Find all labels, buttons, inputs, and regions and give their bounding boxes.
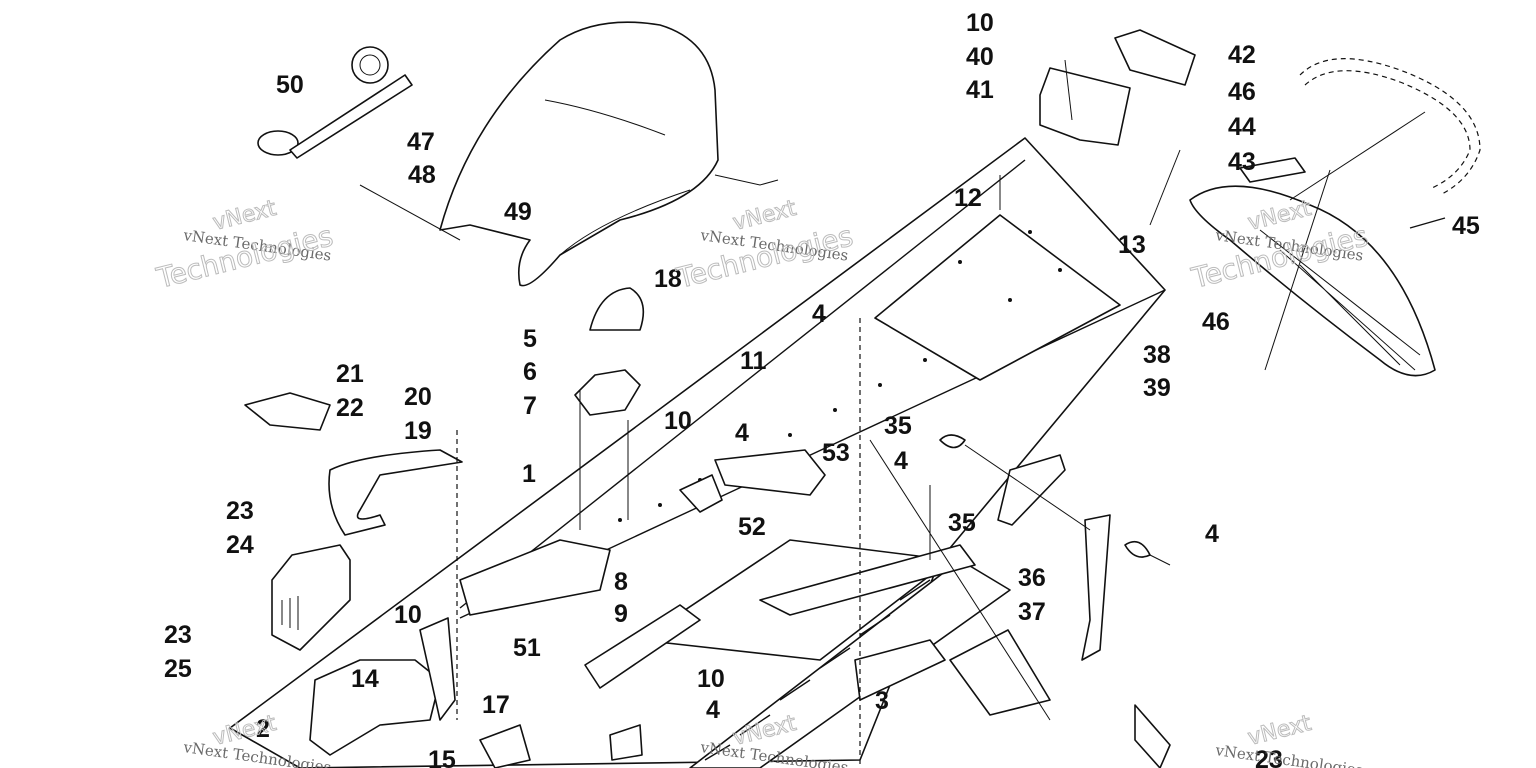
callout-44: 44	[1228, 113, 1256, 141]
callout-19: 19	[404, 417, 432, 445]
watermark-text-6: vNext Technologies	[1213, 741, 1364, 768]
callout-45: 45	[1452, 212, 1480, 240]
callout-51: 51	[513, 634, 541, 662]
callout-2: 2	[256, 715, 270, 743]
watermark-outline-1: vNext	[210, 196, 279, 236]
callout-3: 3	[875, 687, 889, 715]
callout-37: 37	[1018, 598, 1046, 626]
callout-8: 8	[614, 568, 628, 596]
small-parts	[244, 287, 1171, 768]
callout-4-e: 4	[706, 696, 720, 724]
callout-22: 22	[336, 394, 364, 422]
callout-4-a: 4	[812, 300, 826, 328]
callout-9: 9	[614, 600, 628, 628]
watermark-outline-2: Technologies	[153, 219, 336, 295]
rear-flap-assembly	[1039, 29, 1481, 377]
callout-21: 21	[336, 360, 364, 388]
callout-15: 15	[428, 746, 456, 768]
watermark-outline-9: vNext	[1245, 711, 1314, 751]
callout-25: 25	[164, 655, 192, 683]
callout-36: 36	[1018, 564, 1046, 592]
callout-49: 49	[504, 198, 532, 226]
callout-17: 17	[482, 691, 510, 719]
callout-labels: 50 47 48 49 10 40 41 42 46 44 43 45 12 1…	[164, 9, 1480, 768]
callout-42: 42	[1228, 41, 1256, 69]
gauge-arm	[257, 46, 413, 159]
callout-4-d: 4	[1205, 520, 1219, 548]
callout-41: 41	[966, 76, 994, 104]
callout-18: 18	[654, 265, 682, 293]
callout-13: 13	[1118, 231, 1146, 259]
running-board-rail	[689, 544, 1011, 768]
callout-14: 14	[351, 665, 379, 693]
callout-24: 24	[226, 531, 254, 559]
callout-46-top: 46	[1228, 78, 1256, 106]
callout-10-top: 10	[966, 9, 994, 37]
callout-50: 50	[276, 71, 304, 99]
callout-38: 38	[1143, 341, 1171, 369]
callout-5: 5	[523, 325, 537, 353]
callout-48: 48	[408, 161, 436, 189]
callout-35-b: 35	[948, 509, 976, 537]
callout-4-b: 4	[735, 419, 749, 447]
callout-6: 6	[523, 358, 537, 386]
callout-53: 53	[822, 439, 850, 467]
callout-10-d: 10	[697, 665, 725, 693]
callout-43: 43	[1228, 148, 1256, 176]
callout-10-c: 10	[394, 601, 422, 629]
callout-52: 52	[738, 513, 766, 541]
callout-12: 12	[954, 184, 982, 212]
callout-23-b: 23	[164, 621, 192, 649]
callout-23-c: 23	[1255, 746, 1283, 768]
callout-35-a: 35	[884, 412, 912, 440]
callout-10-b: 10	[664, 407, 692, 435]
callout-1: 1	[522, 460, 536, 488]
tunnel-assembly	[229, 137, 1166, 768]
callout-46-bottom: 46	[1202, 308, 1230, 336]
callout-23-a: 23	[226, 497, 254, 525]
callout-47: 47	[407, 128, 435, 156]
watermark-outline-3: vNext	[730, 196, 799, 236]
callout-40: 40	[966, 43, 994, 71]
callout-39: 39	[1143, 374, 1171, 402]
callout-7: 7	[523, 392, 537, 420]
leader-lines	[359, 59, 1426, 768]
callout-4-c: 4	[894, 447, 908, 475]
seat	[439, 21, 779, 287]
callout-20: 20	[404, 383, 432, 411]
callout-11: 11	[740, 347, 767, 375]
